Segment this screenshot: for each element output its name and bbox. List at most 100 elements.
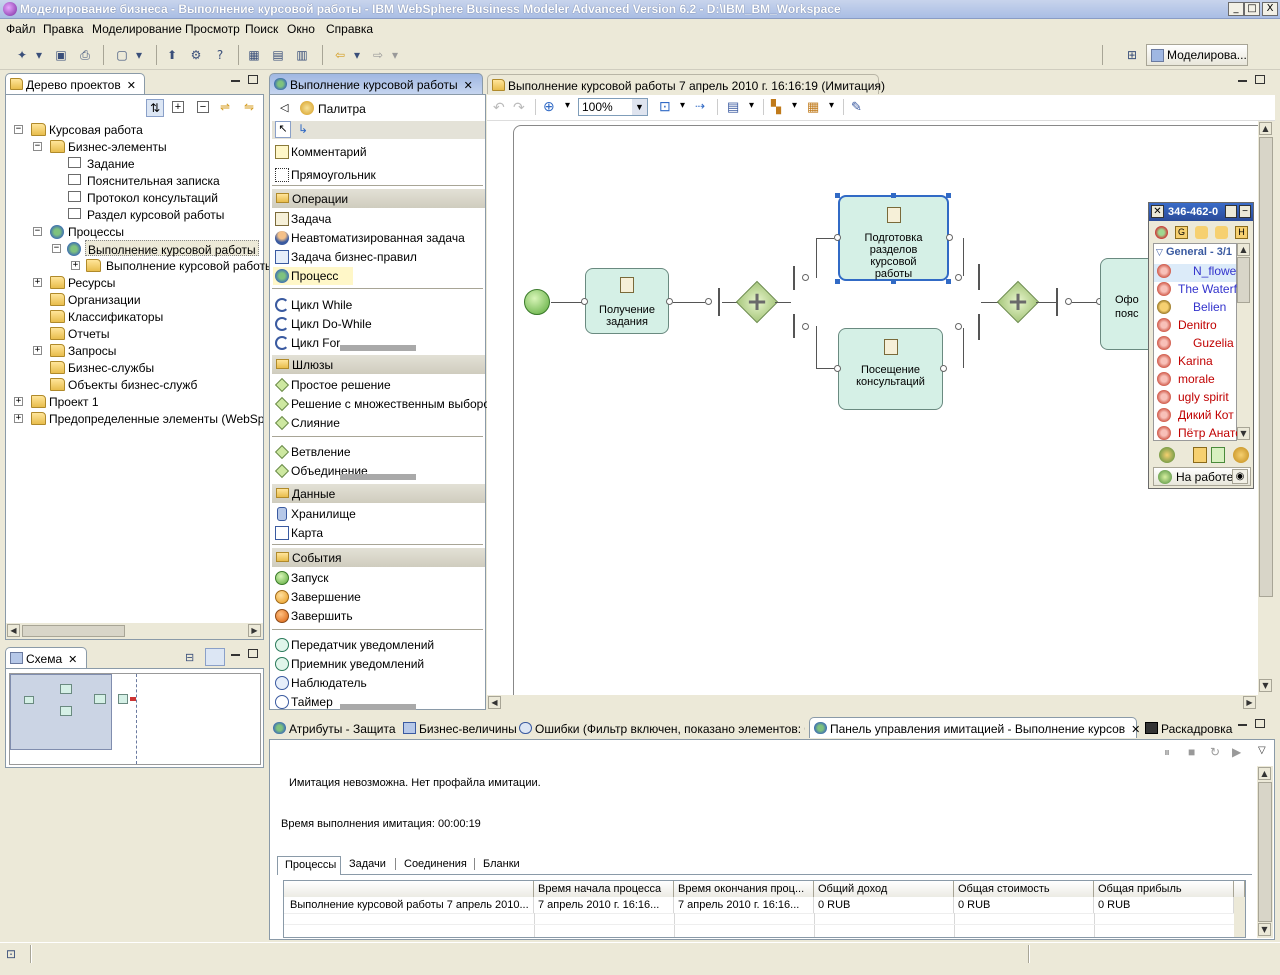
visibility-icon[interactable] [1215,226,1228,239]
tab-attributes[interactable]: Атрибуты - Защита [269,718,396,738]
connection[interactable] [816,368,834,369]
play-icon[interactable]: ▶ [1232,745,1242,759]
tree-item-zapiska[interactable]: Пояснительная записка [66,172,256,189]
minimize-editor-icon[interactable] [1238,80,1247,82]
contact-item[interactable]: Denitro [1155,316,1237,334]
palette-item-map[interactable]: Карта [273,524,473,542]
scroll-right-icon[interactable]: ▶ [1243,696,1256,709]
contact-item[interactable]: Karina [1155,352,1237,370]
history-icon[interactable]: H [1235,226,1248,239]
tab-storyboard[interactable]: Раскадровка [1141,718,1232,738]
new-dropdown-icon[interactable]: ▾ [35,48,43,62]
chat-minimize-icon[interactable]: − [1239,205,1251,218]
tab-process-editor[interactable]: Выполнение курсовой работы✕ [269,73,483,94]
palette-item-repository[interactable]: Хранилище [273,505,473,523]
print-icon[interactable]: ⎙ [80,48,90,62]
palette-item-rectangle[interactable]: Прямоугольник [273,166,473,184]
palette-item-timer[interactable]: Таймер [273,693,473,711]
undo-icon[interactable]: ↶ [493,99,505,115]
menu-modeling[interactable]: Моделирование [92,22,182,36]
table-header[interactable]: Общий доход [814,881,954,897]
palette-group-events[interactable]: События [272,548,485,567]
view-menu-icon[interactable]: ▽ [1258,745,1266,756]
canvas-vscrollbar[interactable]: ▲ ▼ [1258,121,1274,695]
contact-item[interactable]: The Waterf [1155,280,1237,298]
menu-file[interactable]: Файл [6,22,36,36]
palette-group-gateways[interactable]: Шлюзы [272,355,485,374]
menu-window[interactable]: Окно [287,22,315,36]
palette-item-task[interactable]: Задача [273,210,473,228]
tree-item-protokol[interactable]: Протокол консультаций [66,189,256,206]
palette-item-rule-task[interactable]: Задача бизнес-правил [273,248,473,266]
contact-scrollbar[interactable]: ▲ ▼ [1237,243,1251,441]
connection[interactable] [1036,302,1056,303]
palette-item-end[interactable]: Завершение [273,588,473,606]
table-cell[interactable]: 7 апрель 2010 г. 16:16... [674,897,814,913]
scroll-left-icon[interactable]: ◀ [7,624,20,637]
scroll-down-icon[interactable]: ▼ [1259,679,1272,692]
palette-item-comment[interactable]: Комментарий [273,143,473,161]
collapse-icon[interactable]: − [33,226,42,236]
color-icon[interactable]: ▦ [807,99,820,114]
view-3-icon[interactable]: ▥ [296,48,308,62]
tree-item-resources[interactable]: + Ресурсы [33,274,253,291]
canvas-hscrollbar[interactable]: ◀ ▶ [487,695,1258,710]
minimize-view-icon[interactable] [1238,724,1247,726]
forward-arrow-icon[interactable]: ⇨ [372,48,384,62]
palette-item-simple-decision[interactable]: Простое решение [273,376,473,394]
perspective-button[interactable]: Моделирова... [1146,44,1248,66]
tab-simulation-panel[interactable]: Панель управления имитацией - Выполнение… [809,717,1140,738]
tree-item-queries[interactable]: + Запросы [33,342,253,359]
scroll-down-icon[interactable]: ▼ [1237,427,1250,440]
status-icon[interactable] [1155,226,1168,239]
menu-view[interactable]: Просмотр [185,22,240,36]
scroll-down-icon[interactable]: ▼ [1258,923,1271,936]
arrange-icon[interactable]: ▚ [771,99,781,114]
palette-item-notification-receiver[interactable]: Приемник уведомлений [273,655,483,673]
scroll-up-icon[interactable]: ▲ [1258,767,1271,780]
fit-icon[interactable]: ⊡ [659,98,671,114]
panel-vscrollbar[interactable]: ▲ ▼ [1257,766,1273,938]
table-header[interactable]: Время окончания проц... [674,881,814,897]
tree-item-predefined[interactable]: + Предопределенные элементы (WebSphere [14,410,263,427]
table-cell[interactable]: 7 апрель 2010 г. 16:16... [534,897,674,913]
layout-view-dropdown-icon[interactable]: ▾ [749,100,755,111]
palette-group-operations[interactable]: Операции [272,189,485,208]
palette-group-data[interactable]: Данные [272,484,485,503]
table-header[interactable]: Время начала процесса [534,881,674,897]
contact-item[interactable]: morale [1155,370,1237,388]
subtab-tasks[interactable]: Задачи [349,858,386,870]
chevron-down-icon[interactable]: ▼ [632,99,647,115]
expand-icon[interactable]: + [14,396,23,406]
task-podgotovka[interactable]: Подготовка разделов курсовой работы [838,195,949,281]
color-dropdown-icon[interactable]: ▾ [829,100,835,111]
minimize-view-icon[interactable] [231,80,240,82]
palette-item-process[interactable]: Процесс [273,267,353,285]
maximize-view-icon[interactable] [248,649,258,658]
contact-item[interactable]: Guzelia [1155,334,1237,352]
close-icon[interactable]: ✕ [126,79,136,92]
minimize-button[interactable]: _ [1228,2,1244,16]
palette-item-observer[interactable]: Наблюдатель [273,674,473,692]
reset-icon[interactable]: ↻ [1210,745,1221,759]
chat-menu-icon[interactable] [1225,205,1237,218]
sort-icon[interactable]: ⇅ [146,99,164,117]
tree-item-organizations[interactable]: Организации [33,291,253,308]
connection[interactable] [775,302,791,303]
import-icon[interactable]: ⚙ [190,48,202,62]
window-title-bar[interactable]: Моделирование бизнеса - Выполнение курсо… [0,0,1280,19]
palette-item-do-while[interactable]: Цикл Do-While [273,315,473,333]
smiley-icon[interactable] [1233,447,1249,463]
layout-view-icon[interactable]: ▤ [727,99,740,114]
tree-item-reports[interactable]: Отчеты [33,325,253,342]
table-cell[interactable]: 0 RUB [954,897,1094,913]
table-cell[interactable]: Выполнение курсовой работы 7 апрель 2010… [284,897,534,913]
view-1-icon[interactable]: ▦ [248,48,260,62]
tree-item-classifiers[interactable]: Классификаторы [33,308,253,325]
tree-item-service-objects[interactable]: Объекты бизнес-служб [33,376,253,393]
arrange-dropdown-icon[interactable]: ▾ [792,100,798,111]
expand-all-icon[interactable]: + [172,101,184,113]
connection[interactable] [981,302,1001,303]
tree-item-process-selected[interactable]: − Выполнение курсовой работы [52,240,259,257]
palette-item-notification-broadcaster[interactable]: Передатчик уведомлений [273,636,483,654]
